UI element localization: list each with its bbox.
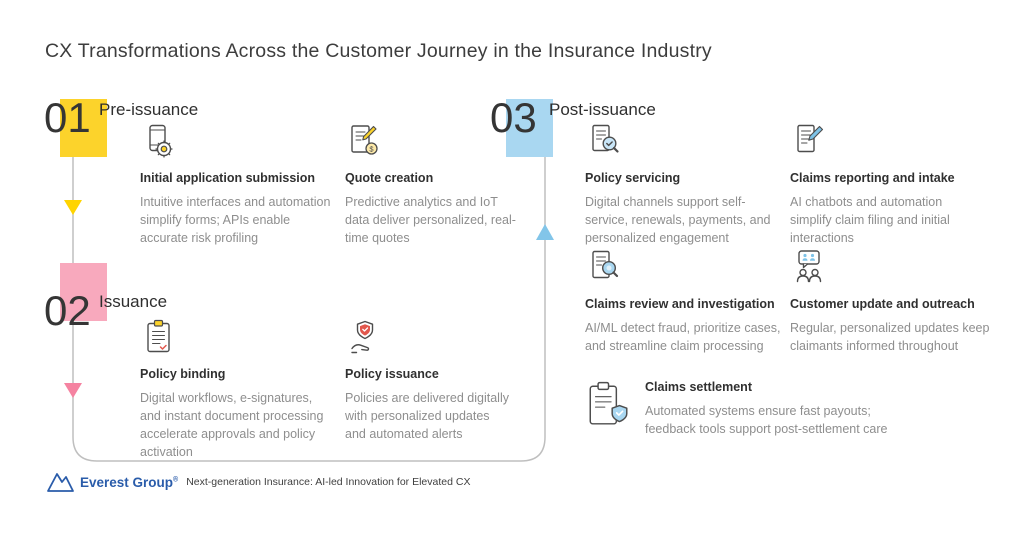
stage-01-label: Pre-issuance — [99, 100, 199, 119]
document-pencil-icon — [797, 124, 824, 153]
stage-03-number: 03 — [490, 94, 537, 141]
page-title: CX Transformations Across the Customer J… — [45, 40, 712, 62]
document-check-magnifier-icon — [592, 124, 619, 153]
footer-tagline: Next-generation Insurance: AI-led Innova… — [186, 476, 471, 488]
item-title: Claims review and investigation — [585, 297, 775, 311]
item-title: Customer update and outreach — [790, 297, 975, 311]
item-title: Policy binding — [140, 367, 226, 381]
journey-item-claims-review: Claims review and investigation AI/ML de… — [585, 248, 785, 355]
item-title: Initial application submission — [140, 171, 316, 185]
item-description: Automated systems ensure fast payouts; f… — [645, 403, 888, 436]
stage-02-square — [60, 263, 107, 321]
item-description: Digital workflows, e-signatures, and ins… — [140, 390, 324, 459]
journey-item-quote-creation: $ Quote creation Predictive analytics an… — [345, 122, 520, 247]
stage-03-square — [506, 99, 553, 157]
journey-item-claims-settlement: Claims settlement Automated systems ensu… — [585, 380, 925, 438]
mobile-gear-icon — [149, 124, 173, 158]
document-magnifier-icon — [592, 250, 619, 279]
journey-item-policy-servicing: Policy servicing Digital channels suppor… — [585, 122, 777, 247]
everest-group-logo: Everest Group® — [45, 470, 178, 494]
item-description: Digital channels support self-service, r… — [585, 194, 771, 245]
svg-text:$: $ — [369, 144, 374, 153]
pre-issuance-arrow-down-icon — [64, 200, 82, 215]
people-chat-icon — [796, 250, 822, 283]
clipboard-shield-icon — [589, 381, 628, 425]
mountain-logo-icon — [47, 473, 74, 492]
item-description: Predictive analytics and IoT data delive… — [345, 194, 516, 245]
item-description: AI/ML detect fraud, prioritize cases, an… — [585, 320, 781, 353]
journey-item-policy-issuance: Policy issuance Policies are delivered d… — [345, 318, 510, 443]
stage-01-number: 01 — [44, 94, 91, 141]
item-title: Quote creation — [345, 171, 434, 185]
item-text: Claims settlement Automated systems ensu… — [645, 380, 913, 438]
item-description: Policies are delivered digitally with pe… — [345, 390, 509, 441]
stage-02-label: Issuance — [99, 292, 168, 311]
item-title: Policy issuance — [345, 367, 439, 381]
footer: Everest Group® Next-generation Insurance… — [45, 470, 470, 494]
stage-02-number: 02 — [44, 287, 91, 334]
item-description: Intuitive interfaces and automation simp… — [140, 194, 331, 245]
quote-document-icon: $ — [351, 125, 378, 155]
item-description: Regular, personalized updates keep claim… — [790, 320, 990, 353]
journey-item-initial-application: Initial application submission Intuitive… — [140, 122, 335, 247]
journey-item-customer-update: Customer update and outreach Regular, pe… — [790, 248, 990, 355]
stage-01-square — [60, 99, 107, 157]
journey-item-policy-binding: Policy binding Digital workflows, e-sign… — [140, 318, 335, 461]
timeline-path — [72, 145, 546, 462]
issuance-arrow-down-icon — [64, 383, 82, 398]
item-description: AI chatbots and automation simplify clai… — [790, 194, 950, 245]
hand-shield-icon — [351, 320, 374, 354]
clipboard-icon — [147, 319, 170, 353]
item-title: Claims settlement — [645, 380, 752, 394]
item-title: Claims reporting and intake — [790, 171, 955, 185]
stage-03-label: Post-issuance — [549, 100, 656, 119]
post-issuance-arrow-up-icon — [536, 224, 554, 240]
item-title: Policy servicing — [585, 171, 681, 185]
registered-mark: ® — [173, 476, 179, 483]
journey-item-claims-reporting: Claims reporting and intake AI chatbots … — [790, 122, 982, 247]
logo-text: Everest Group® — [80, 474, 179, 490]
